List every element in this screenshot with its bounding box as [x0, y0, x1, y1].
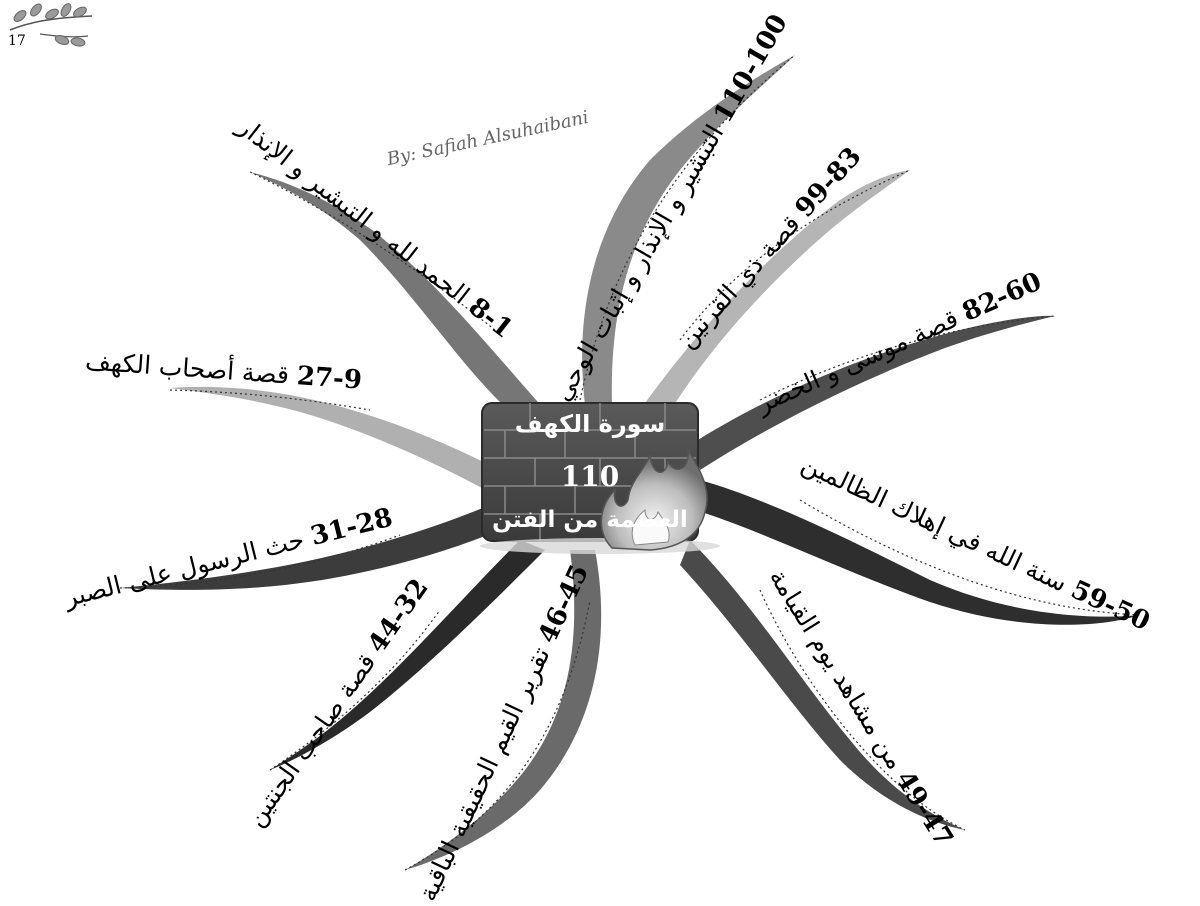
branch-verses-b5: 27-9 — [295, 361, 363, 396]
fire-icon — [600, 449, 708, 551]
page-number: 17 — [8, 33, 26, 49]
branches — [120, 55, 1140, 870]
center-theme: العصمة من الفتن — [492, 507, 688, 533]
label-underlines — [119, 54, 1141, 871]
branch-limb-b10 — [680, 540, 965, 830]
branch-limb-b3 — [640, 170, 910, 420]
branch-limb-b8 — [270, 540, 545, 770]
branch-limb-b6 — [695, 480, 1140, 625]
branch-limb-b2 — [582, 55, 795, 405]
branch-limb-b1 — [250, 172, 545, 420]
branch-limb-b7 — [120, 505, 500, 590]
center-title: سورة الكهف — [514, 410, 666, 438]
leaf-ornament-icon — [9, 3, 93, 47]
center-verse-count: 110 — [560, 460, 620, 493]
branch-limb-b9 — [405, 550, 602, 870]
branch-limb-b5 — [170, 386, 500, 495]
